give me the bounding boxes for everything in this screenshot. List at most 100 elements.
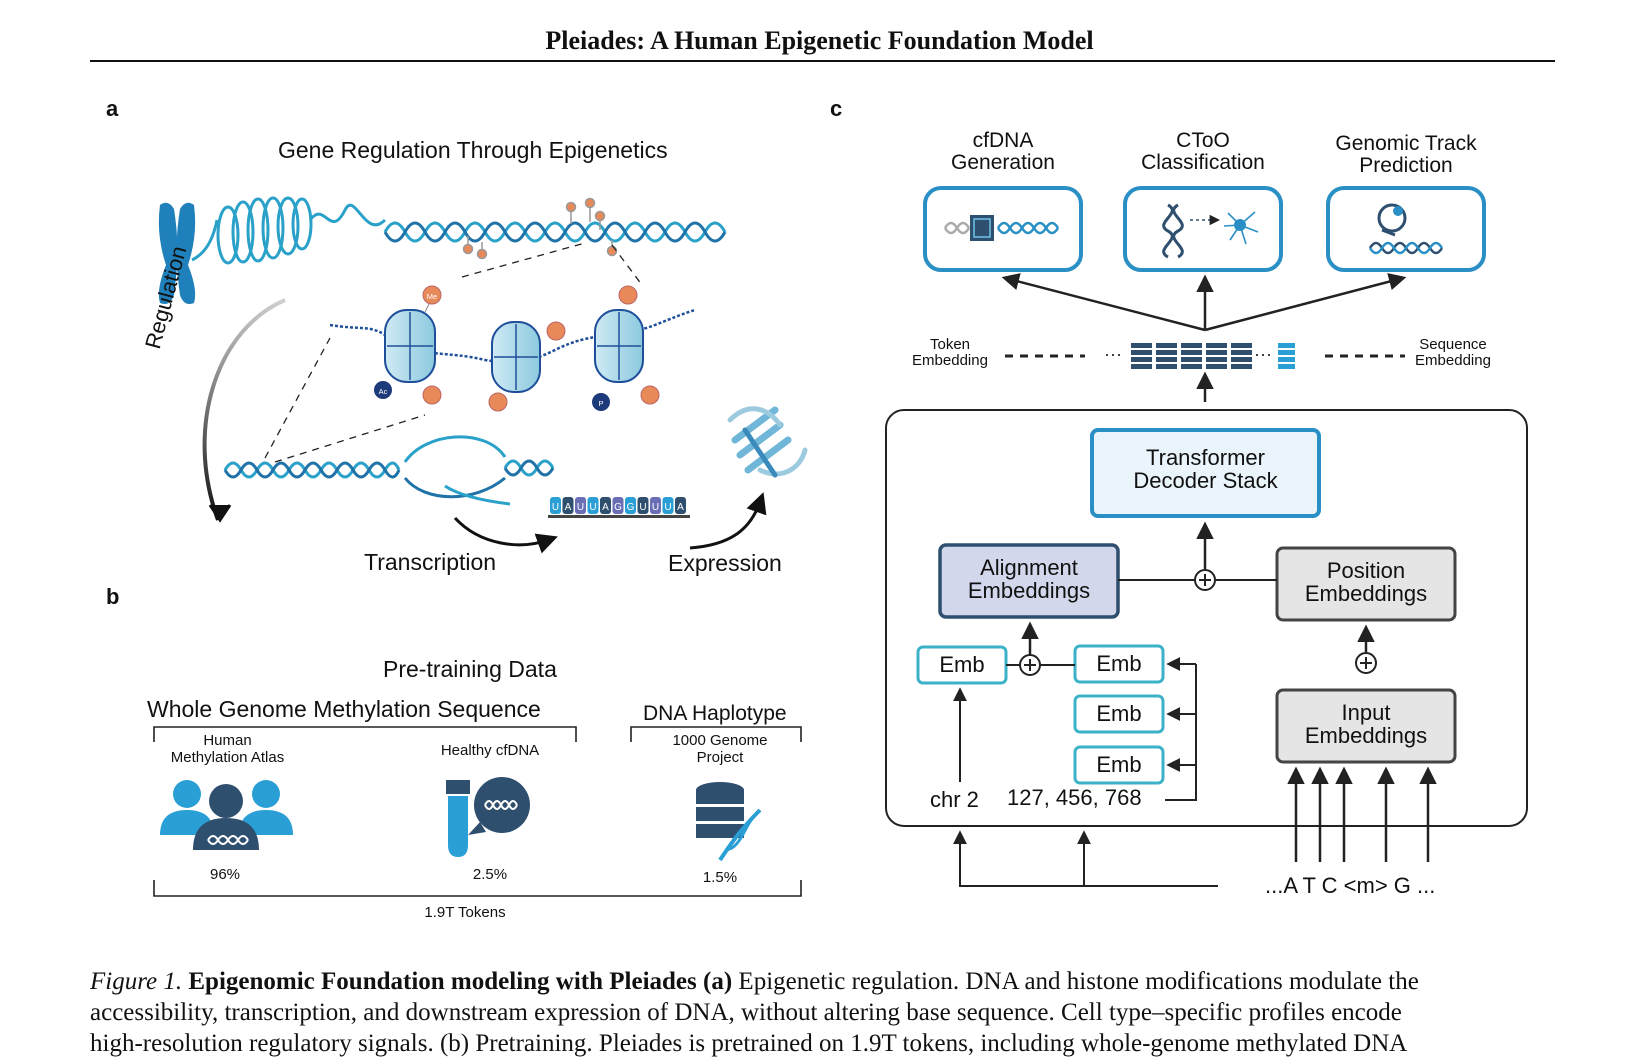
nucleosome-fiber-icon (329, 308, 696, 393)
emb-label-chr: Emb (939, 652, 985, 677)
rna-tile (675, 497, 686, 514)
emb-label-1: Emb (1096, 651, 1142, 676)
rna-tile (575, 497, 586, 514)
sequence-embedding-bar (1278, 357, 1295, 362)
token-embedding-bar (1131, 343, 1152, 348)
token-embedding-bar (1206, 364, 1227, 369)
rna-tile (662, 497, 674, 514)
sequence-embedding-label: Sequence Embedding (1403, 337, 1503, 369)
transcription-bubble-icon (223, 435, 555, 506)
source-1-percent: 96% (209, 866, 241, 883)
token-embedding-label: Token Embedding (900, 337, 1000, 369)
panel-b-letter: b (106, 584, 120, 609)
transformer-box (1090, 428, 1321, 518)
task-cfdna-label: cfDNA Generation (930, 129, 1076, 175)
task-box-ctoo (1123, 186, 1283, 272)
pretraining-title: Pre-training Data (383, 656, 557, 682)
rna-tile (637, 497, 649, 514)
task-cfdna-line2: Generation (951, 151, 1055, 175)
sequence-label: ...A T C <m> G ... (1265, 873, 1436, 898)
rna-letter: U (577, 502, 584, 513)
histone-mark-ac (374, 381, 392, 399)
figure-label: Figure 1. (90, 968, 183, 995)
total-tokens: 1.9T Tokens (424, 904, 506, 921)
source-2-percent: 2.5% (472, 866, 508, 883)
token-embedding-bar (1181, 364, 1202, 369)
rna-letter: U (589, 502, 596, 513)
token-embedding-bar (1181, 350, 1202, 355)
mark-label-p: P (598, 399, 603, 408)
rna-tile (550, 497, 561, 514)
task-genomic-line2: Prediction (1359, 154, 1453, 178)
source-3-name: 1000 Genome Project (650, 732, 790, 766)
token-embedding-stacks (1131, 343, 1295, 369)
token-embedding-line1: Token (929, 336, 971, 353)
transformer-line2: Decoder Stack (1133, 468, 1278, 494)
emb-box-2 (1073, 694, 1165, 734)
token-embedding-bar (1131, 357, 1152, 362)
position-line2: Embeddings (1304, 581, 1428, 607)
protein-icon (727, 406, 808, 478)
task-genomic-label: Genomic Track Prediction (1316, 132, 1496, 178)
token-embedding-bar (1181, 343, 1202, 348)
rna-letter: U (652, 502, 659, 513)
rna-tile (612, 497, 624, 514)
token-embedding-bar (1231, 343, 1252, 348)
panel-c-diagram: ··· ··· (885, 186, 1528, 887)
expression-arrow (689, 492, 767, 550)
input-label: Input Embeddings (1277, 701, 1455, 747)
mark-label-ac: Ac (379, 387, 388, 396)
svg-text:···: ··· (1104, 344, 1122, 364)
token-embedding-bar (1131, 364, 1152, 369)
zoom-lines (264, 242, 643, 463)
rna-letter: A (677, 502, 684, 513)
sequence-embedding-bar (1278, 364, 1295, 369)
task-box-cfdna (923, 186, 1083, 272)
model-container (885, 409, 1528, 827)
panel-c-letter: c (830, 96, 843, 121)
task-box-genomic (1326, 186, 1486, 272)
token-embedding-line2: Embedding (912, 351, 988, 369)
histone-mark-me-1 (422, 285, 442, 313)
figure-caption: Figure 1. Epigenomic Foundation modeling… (90, 966, 1555, 1059)
paper-running-title: Pleiades: A Human Epigenetic Foundation … (545, 26, 1094, 55)
svg-text:···: ··· (1254, 344, 1272, 364)
task-cfdna-line1: cfDNA (972, 129, 1034, 152)
mark-label-me: Me (427, 292, 437, 301)
histone-mark-me-5 (618, 285, 638, 305)
token-embedding-bar (1231, 350, 1252, 355)
transcription-arrow (453, 516, 558, 554)
rna-letter: G (614, 502, 622, 513)
dna-chip-icon (943, 215, 1060, 241)
source-3-percent: 1.5% (702, 869, 738, 886)
rna-tile (587, 497, 599, 514)
source-3-name-line2: Project (696, 749, 744, 766)
caption-line-1: Figure 1. Epigenomic Foundation modeling… (90, 966, 1555, 997)
haplotype-title: DNA Haplotype (643, 702, 787, 725)
header-rule (90, 60, 1555, 62)
alignment-label: Alignment Embeddings (940, 556, 1118, 602)
alignment-line1: Alignment (980, 555, 1078, 580)
caption-line1-rest: Epigenetic regulation. DNA and histone m… (732, 968, 1419, 995)
rna-tile (650, 497, 661, 514)
task-ctoo-label: CToO Classification (1120, 129, 1286, 174)
caption-bold-title: Epigenomic Foundation modeling with Plei… (188, 968, 733, 995)
histone-mark-me-3 (488, 392, 508, 412)
transformer-line1: Transformer (1146, 445, 1265, 470)
task-genomic-line1: Genomic Track (1335, 132, 1477, 155)
token-embedding-bar (1156, 350, 1177, 355)
token-embedding-bar (1231, 357, 1252, 362)
histone-mark-me-2 (422, 385, 442, 405)
people-dna-icon (160, 780, 293, 850)
transcription-label: Transcription (364, 549, 497, 575)
transformer-label: Transformer Decoder Stack (1092, 446, 1319, 492)
caption-line-2: accessibility, transcription, and downst… (90, 999, 1402, 1026)
rna-letter: A (602, 502, 609, 513)
token-embedding-bar (1156, 357, 1177, 362)
position-box (1275, 546, 1457, 622)
rna-tile (625, 497, 636, 514)
input-line1: Input (1341, 700, 1391, 725)
token-embedding-bar (1206, 350, 1227, 355)
regulation-arrowhead (208, 504, 232, 523)
